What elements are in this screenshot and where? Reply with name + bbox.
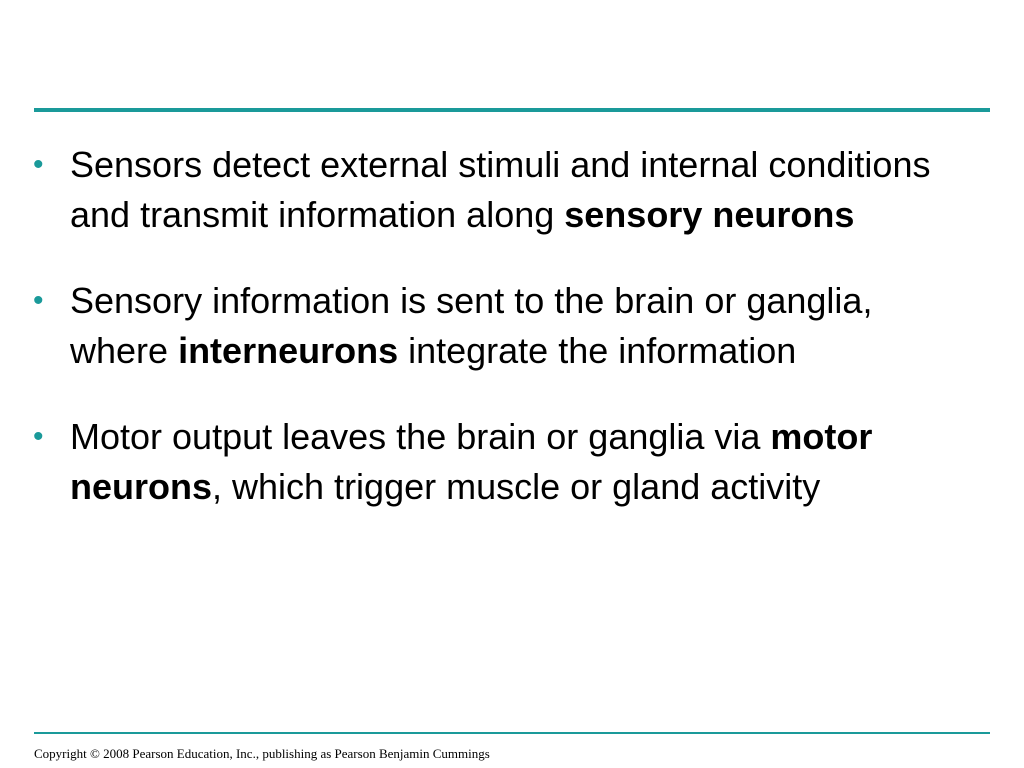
bullet-text: Sensors detect external stimuli and inte… (70, 144, 931, 235)
bold-term-interneurons: interneurons (178, 330, 399, 371)
bullet-text-tail: , which trigger muscle or gland activity (212, 466, 821, 507)
top-divider (34, 108, 990, 112)
bold-term-sensory-neurons: sensory neurons (564, 194, 855, 235)
bold-term-motor-neurons: motor neurons (70, 416, 873, 507)
bullet-item-sensors: • Sensors detect external stimuli and in… (0, 140, 1024, 240)
bullet-item-interneurons: • Sensory information is sent to the bra… (0, 276, 1024, 376)
bullet-text: Motor output leaves the brain or ganglia… (70, 416, 771, 457)
bottom-divider (34, 732, 990, 734)
bullet-marker: • (33, 284, 44, 317)
copyright-notice: Copyright © 2008 Pearson Education, Inc.… (34, 746, 490, 761)
bullet-marker: • (33, 420, 44, 453)
bullet-text: Sensory information is sent to the brain… (70, 280, 873, 371)
bullet-text-tail: integrate the information (398, 330, 797, 371)
bullet-list: • Sensors detect external stimuli and in… (0, 140, 1024, 548)
bullet-marker: • (33, 148, 44, 181)
bullet-item-motor-output: • Motor output leaves the brain or gangl… (0, 412, 1024, 512)
